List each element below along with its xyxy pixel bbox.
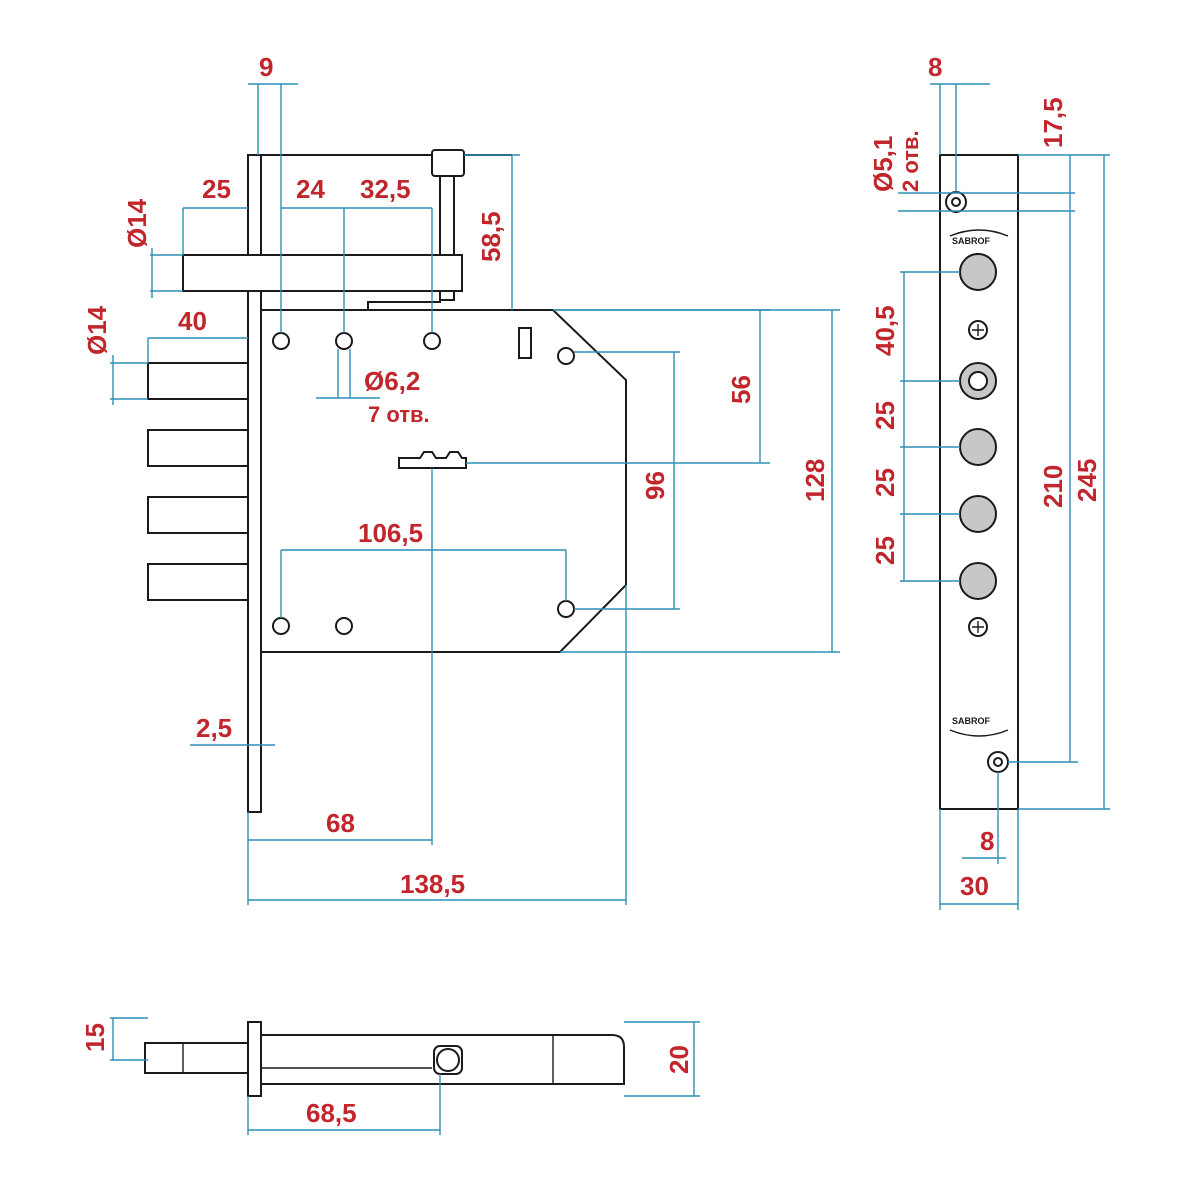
fp-dim-2-holes: 2 отв.	[898, 130, 923, 192]
fp-dim-30: 30	[960, 871, 989, 901]
bolt-4	[147, 563, 249, 601]
faceplate-dimension-lines	[898, 83, 1110, 910]
keyhole	[398, 451, 467, 469]
dim-40: 40	[178, 306, 207, 336]
faceplate-bolt-hole	[959, 428, 997, 466]
fp-dim-25-a: 25	[870, 401, 900, 430]
dim-128: 128	[800, 459, 830, 502]
bolt-1	[147, 362, 249, 400]
rod-pin	[431, 149, 465, 177]
dim-56: 56	[726, 375, 756, 404]
mount-hole	[272, 332, 290, 350]
main-dimension-labels: 9 25 24 32,5 58,5 Ø14 40 Ø14 Ø6,2 7 отв.…	[82, 52, 830, 899]
fp-dim-25-b: 25	[870, 468, 900, 497]
mount-hole	[423, 332, 441, 350]
faceplate-dimension-labels: 8 Ø5,1 2 отв. 17,5 40,5 25 25 25 210 245…	[868, 52, 1102, 901]
mount-hole	[335, 332, 353, 350]
dim-32-5: 32,5	[360, 174, 411, 204]
slot	[518, 327, 532, 359]
fp-dim-210: 210	[1038, 465, 1068, 508]
fp-dim-17-5: 17,5	[1038, 97, 1068, 148]
dim-dia14-bottom: Ø14	[82, 305, 112, 355]
bottom-dimension-lines	[110, 1017, 700, 1135]
faceplate-mount-hole-bottom-inner	[993, 757, 1003, 767]
dim-9: 9	[259, 52, 273, 82]
faceplate-bolt-hole	[959, 253, 997, 291]
main-dimension-lines	[110, 83, 840, 905]
dim-68: 68	[326, 808, 355, 838]
dim-96: 96	[640, 471, 670, 500]
bottom-dimension-labels: 15 20 68,5	[80, 1023, 694, 1128]
faceplate-bolt-hole-inner	[968, 371, 988, 391]
dim-dia6-2: Ø6,2	[364, 366, 420, 396]
faceplate-bolt-hole	[959, 562, 997, 600]
mount-hole	[557, 347, 575, 365]
mount-hole	[557, 600, 575, 618]
dim-24: 24	[296, 174, 325, 204]
dim-25: 25	[202, 174, 231, 204]
mount-hole	[335, 617, 353, 635]
dim-106-5: 106,5	[358, 518, 423, 548]
dim-58-5: 58,5	[476, 211, 506, 262]
fp-dim-dia5-1: Ø5,1	[868, 136, 898, 192]
top-deadbolt	[182, 254, 463, 292]
faceplate-mark-bottom: SABROF	[952, 716, 991, 726]
dim-138-5: 138,5	[400, 869, 465, 899]
bottom-bolt	[144, 1042, 249, 1074]
dim-20: 20	[664, 1045, 694, 1074]
fp-dim-25-c: 25	[870, 536, 900, 565]
faceplate-view: SABROF SABROF	[939, 154, 1019, 810]
dim-dia14-top: Ø14	[122, 198, 152, 248]
dim-15: 15	[80, 1023, 110, 1052]
faceplate-bolt-hole	[959, 495, 997, 533]
fp-dim-8-bottom: 8	[980, 826, 994, 856]
front-plate	[247, 154, 262, 813]
fp-dim-245: 245	[1072, 459, 1102, 502]
lock-body-bottom-view	[144, 1021, 625, 1097]
bottom-pin-head	[436, 1048, 460, 1072]
dim-2-5: 2,5	[196, 713, 232, 743]
fp-dim-8-top: 8	[928, 52, 942, 82]
dim-68-5: 68,5	[306, 1098, 357, 1128]
mount-hole	[272, 617, 290, 635]
faceplate-mount-hole-top-inner	[951, 197, 961, 207]
faceplate-mark-top: SABROF	[952, 236, 991, 246]
bolt-2	[147, 429, 249, 467]
dim-7-holes: 7 отв.	[368, 402, 430, 427]
fp-dim-40-5: 40,5	[870, 305, 900, 356]
bottom-plate	[247, 1021, 262, 1097]
bolt-3	[147, 496, 249, 534]
